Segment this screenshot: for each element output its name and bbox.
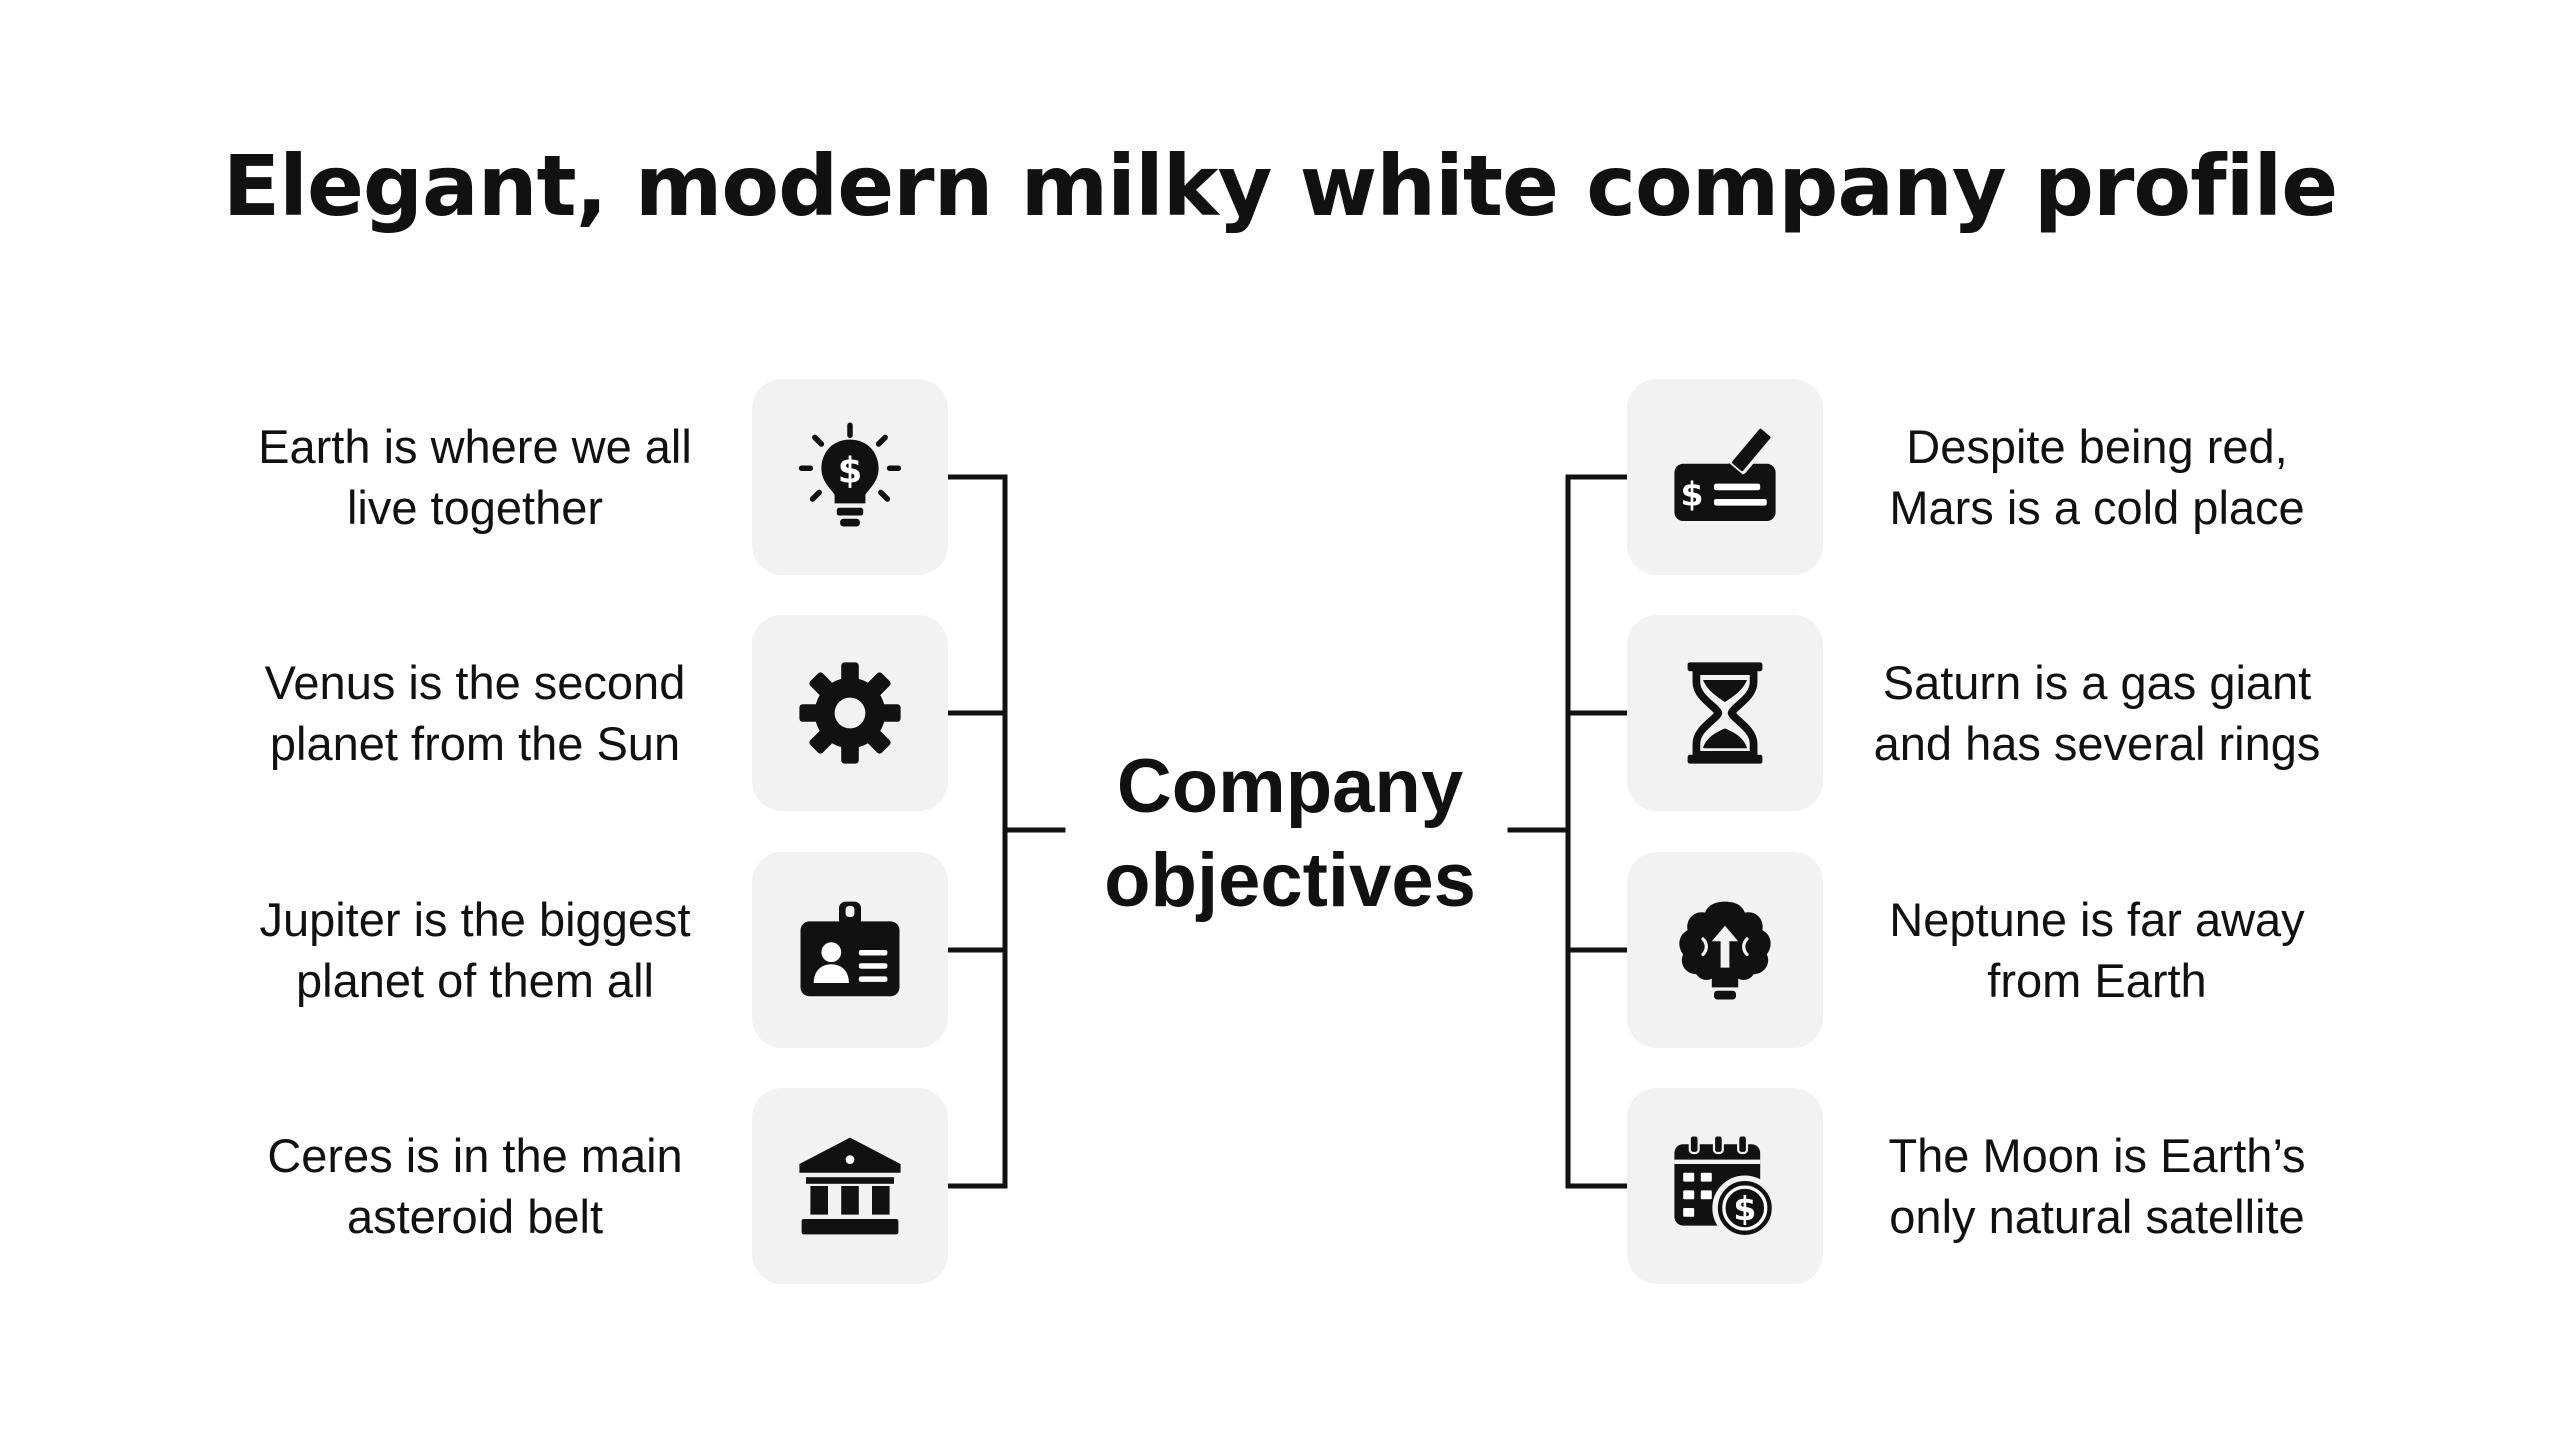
- brain-growth-icon: [1679, 901, 1771, 1000]
- center-title-line2: objectives: [1104, 838, 1476, 923]
- id-badge-icon: [800, 901, 900, 997]
- gear-icon: [799, 662, 901, 764]
- left-item-2-label: Venus is the second planet from the Sun: [264, 656, 686, 770]
- right-item-4-icon-box: $: [1627, 1088, 1823, 1284]
- calendar-dollar-icon: $: [1674, 1134, 1778, 1241]
- right-item-3-label: Neptune is far away from Earth: [1889, 893, 2305, 1007]
- right-item-2-icon-box: [1627, 615, 1823, 811]
- check-signing-icon: $: [1674, 425, 1776, 521]
- money-lightbulb-icon: $: [798, 422, 902, 527]
- left-item-4-label: Ceres is in the main asteroid belt: [267, 1129, 683, 1243]
- center-title: Company objectives: [1030, 740, 1550, 928]
- left-item-2-icon-box: [752, 615, 948, 811]
- right-item-1-label: Despite being red, Mars is a cold place: [1889, 420, 2305, 534]
- right-item-4-label: The Moon is Earth’s only natural satelli…: [1888, 1129, 2306, 1243]
- left-item-3-icon-box: [752, 852, 948, 1048]
- hourglass-icon: [1687, 662, 1763, 764]
- right-item-3-icon-box: [1627, 852, 1823, 1048]
- left-item-4-icon-box: [752, 1088, 948, 1284]
- center-title-line1: Company: [1116, 744, 1464, 829]
- left-item-3-label: Jupiter is the biggest planet of them al…: [259, 893, 691, 1007]
- right-item-2-label: Saturn is a gas giant and has several ri…: [1873, 656, 2321, 770]
- right-item-1-icon-box: $: [1627, 379, 1823, 575]
- left-item-1-icon-box: $: [752, 379, 948, 575]
- slide-title: Elegant, modern milky white company prof…: [222, 137, 2338, 235]
- svg-text:$: $: [1733, 1189, 1756, 1228]
- svg-text:$: $: [1681, 475, 1704, 514]
- bank-icon: [799, 1137, 901, 1235]
- svg-text:$: $: [838, 451, 862, 492]
- left-item-1-label: Earth is where we all live together: [258, 420, 692, 534]
